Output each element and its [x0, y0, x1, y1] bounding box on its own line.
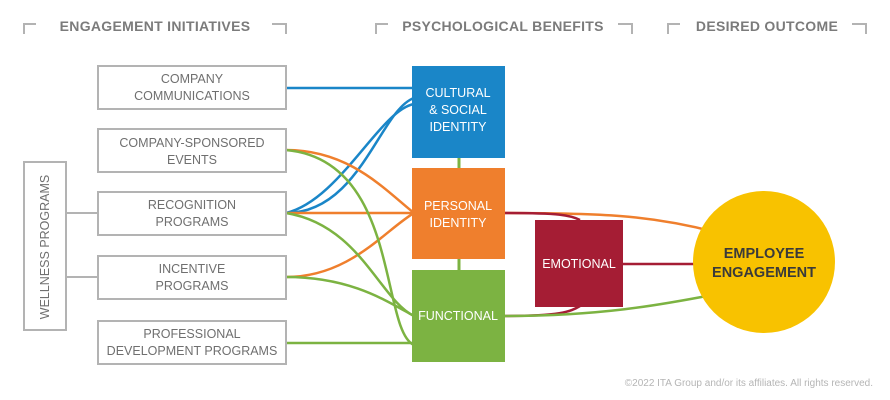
benefit-emotional-box — [535, 220, 623, 307]
initiative-recognition-line1: RECOGNITION — [148, 198, 236, 212]
initiative-boxes: COMPANY COMMUNICATIONS COMPANY-SPONSORED… — [97, 65, 287, 365]
line-recognition-cultural-2 — [285, 102, 415, 215]
initiative-recognition-line2: PROGRAMS — [156, 215, 229, 229]
line-events-functional — [285, 148, 415, 347]
benefit-personal-line1: PERSONAL — [424, 199, 492, 213]
benefit-personal-box — [412, 168, 505, 259]
outcome-circle — [693, 191, 835, 333]
bracket-right-initiatives — [272, 23, 287, 34]
outcome-line2: ENGAGEMENT — [712, 265, 816, 281]
line-functional-outcome — [503, 293, 713, 318]
outcome-line1: EMPLOYEE — [724, 246, 805, 262]
bracket-right-benefits — [618, 23, 633, 34]
wellness-connectors — [66, 212, 98, 278]
line-recognition-functional — [285, 211, 415, 318]
header-brackets — [23, 23, 867, 34]
initiative-events-line1: COMPANY-SPONSORED — [119, 136, 264, 150]
line-personal-emotional — [503, 211, 581, 222]
header-outcome: DESIRED OUTCOME — [696, 18, 838, 34]
benefit-boxes: CULTURAL & SOCIAL IDENTITY PERSONAL IDEN… — [412, 66, 623, 362]
benefit-functional-label: FUNCTIONAL — [418, 309, 498, 323]
initiative-professional-line2: DEVELOPMENT PROGRAMS — [107, 344, 278, 358]
initiative-communications-line2: COMMUNICATIONS — [134, 89, 250, 103]
benefit-cultural-box — [412, 66, 505, 158]
connection-lines — [285, 86, 716, 347]
benefit-functional-box — [412, 270, 505, 362]
initiative-incentive-line1: INCENTIVE — [159, 262, 226, 276]
initiative-professional-box — [97, 320, 287, 365]
header-benefits: PSYCHOLOGICAL BENEFITS — [402, 18, 604, 34]
initiative-communications-line1: COMPANY — [161, 72, 224, 86]
line-events-personal — [285, 148, 415, 214]
initiative-events-box — [97, 128, 287, 173]
line-incentive-functional — [285, 275, 415, 318]
initiative-communications-box — [97, 65, 287, 110]
benefit-cultural-line2: & SOCIAL — [429, 103, 487, 117]
header-initiatives: ENGAGEMENT INITIATIVES — [60, 18, 251, 34]
bracket-left-outcome — [667, 23, 680, 34]
initiative-events-line2: EVENTS — [167, 153, 217, 167]
bracket-left-benefits — [375, 23, 388, 34]
wellness-box — [23, 161, 67, 331]
initiative-professional-line1: PROFESSIONAL — [143, 327, 240, 341]
initiative-incentive-line2: PROGRAMS — [156, 279, 229, 293]
copyright-text: ©2022 ITA Group and/or its affiliates. A… — [625, 378, 873, 389]
wellness-label: WELLNESS PROGRAMS — [38, 175, 52, 319]
line-recognition-cultural — [285, 96, 415, 215]
line-incentive-personal — [285, 211, 415, 279]
initiative-recognition-box — [97, 191, 287, 236]
bracket-right-outcome — [852, 23, 867, 34]
bracket-left-initiatives — [23, 23, 36, 34]
benefit-personal-line2: IDENTITY — [430, 216, 488, 230]
benefit-emotional-label: EMOTIONAL — [542, 257, 616, 271]
benefit-cultural-line3: IDENTITY — [430, 120, 488, 134]
benefit-cultural-line1: CULTURAL — [425, 86, 490, 100]
initiative-incentive-box — [97, 255, 287, 300]
